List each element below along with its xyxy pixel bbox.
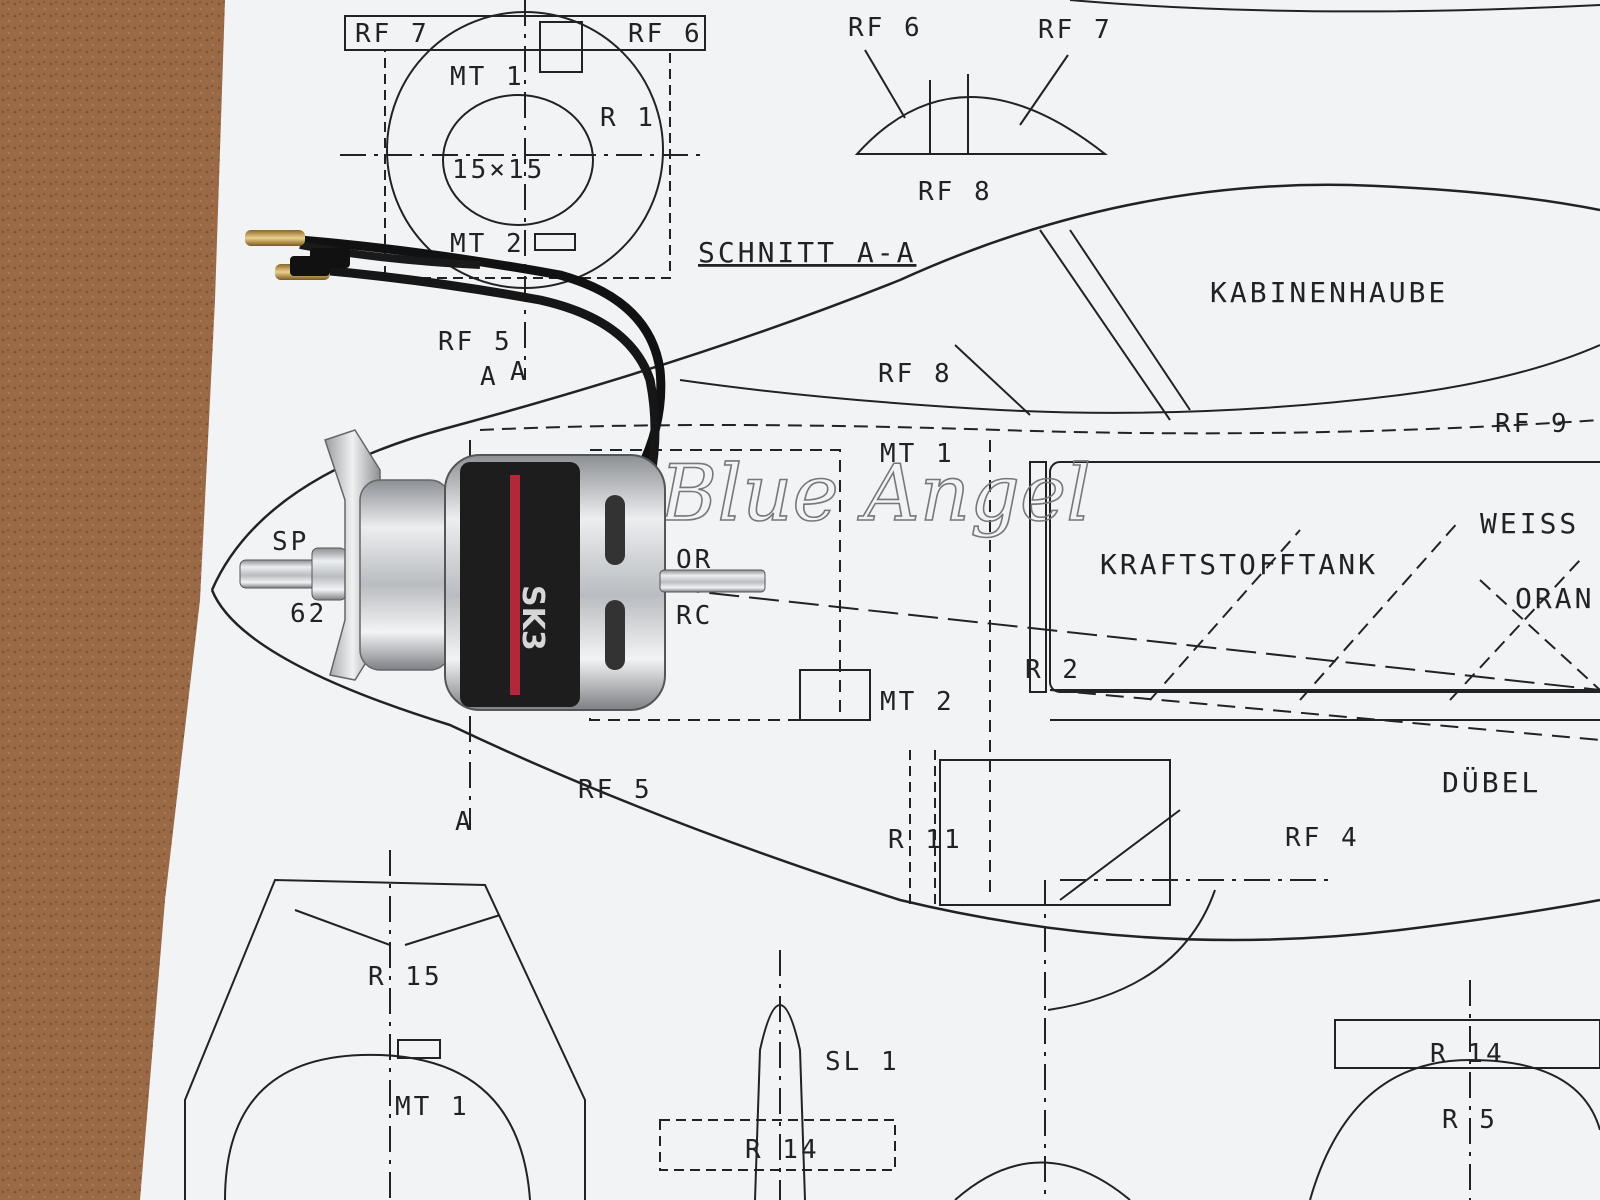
spinner-dashed-box: [659, 1119, 896, 1171]
bottom-section-arc: [224, 1053, 531, 1200]
motor-label-text: SK3: [515, 585, 550, 651]
label-rf9: RF 9: [1495, 409, 1570, 439]
label-schnitt: SCHNITT A-A: [698, 236, 916, 269]
script-name: Blue Angel: [658, 449, 1091, 539]
prop-adapter-nut: [311, 547, 347, 601]
canopy-section: [854, 96, 1108, 155]
fuselage-bottom-outline: [210, 589, 1600, 942]
wire-1: [299, 235, 666, 473]
top-strip-edge: [1069, 0, 1600, 13]
label-r14-right: R 14: [1430, 1039, 1505, 1069]
tank-hatch-3: [1299, 519, 1461, 701]
label-size: 15×15: [452, 155, 545, 185]
rf8-edge: [954, 344, 1031, 416]
shrink-sleeve-2: [310, 248, 350, 268]
leader-rf6: [864, 49, 906, 119]
canopy-strut-2: [1069, 229, 1191, 411]
tank-outline: [1049, 461, 1600, 693]
front-inner-ring: [442, 94, 594, 226]
label-rf6-top: RF 6: [628, 19, 703, 49]
mt2-mid-block: [799, 669, 871, 721]
label-r5: R 5: [1442, 1105, 1498, 1135]
prop-adapter-shaft: [239, 559, 321, 589]
rotation-arrow: [1047, 889, 1216, 1011]
label-r11: R 11: [888, 825, 963, 855]
motor-wires: [245, 230, 666, 481]
label-weiss: WEISS: [1480, 507, 1579, 540]
canopy-strut-1: [1039, 229, 1171, 421]
tank-hatch-4: [1149, 529, 1301, 701]
label-orange: ORAN: [1515, 582, 1594, 615]
label-rf8-canopy: RF 8: [918, 177, 993, 207]
label-r14-left: R 14: [745, 1135, 820, 1165]
r14-box: [1334, 1019, 1600, 1069]
label-a3: A: [455, 807, 474, 837]
label-r1: R 1: [600, 103, 656, 133]
label-rf4: RF 4: [1285, 823, 1360, 853]
label-dubel: DÜBEL: [1442, 765, 1541, 799]
tank-dashed-diag: [1049, 689, 1600, 741]
tank-hatch-1: [1479, 579, 1600, 691]
mt1-block: [539, 21, 583, 73]
motor-label-stripe: [510, 475, 520, 695]
mt2-block: [534, 233, 576, 251]
gold-connector-1: [245, 230, 305, 246]
label-a1: A: [480, 362, 499, 392]
bottom-center-arc: [954, 1161, 1131, 1200]
label-kraftstofftank: KRAFTSTOFFTANK: [1100, 548, 1378, 581]
label-mt2-top: MT 2: [450, 229, 525, 259]
r15-leader-2: [404, 914, 501, 946]
plan-drawing: [184, 0, 1600, 1200]
label-mt1-top: MT 1: [450, 62, 525, 92]
firewall: [1029, 461, 1047, 693]
gear-box: [939, 759, 1171, 906]
plan-labels: RF 7 RF 6 MT 1 R 1 15×15 MT 2 RF 5 A A A…: [272, 13, 1594, 1165]
label-rf6-canopy: RF 6: [848, 13, 923, 43]
motor-shaft: [659, 569, 766, 593]
rf9-dashed: [479, 419, 1600, 435]
motor-vent-1: [605, 495, 625, 565]
leader-rf7: [1019, 54, 1069, 126]
r15-leader-1: [294, 909, 391, 946]
label-a2: A: [510, 357, 529, 387]
label-rf5-bottom: RF 5: [578, 775, 653, 805]
gear-strut: [1059, 809, 1181, 901]
motor-backplate: [359, 479, 451, 671]
front-dashed-box: [384, 49, 671, 279]
mt1-bottom-block: [397, 1039, 441, 1059]
label-rf7-canopy: RF 7: [1038, 15, 1113, 45]
label-kabinenhaube: KABINENHAUBE: [1210, 276, 1448, 309]
label-mt2-mid: MT 2: [880, 687, 955, 717]
bottom-section-outline: [184, 878, 586, 1200]
label-rf7-top: RF 7: [355, 19, 430, 49]
wire-2: [319, 265, 660, 481]
motor-vent-2: [605, 600, 625, 670]
label-r2: R 2: [1025, 655, 1081, 685]
label-sp: SP: [272, 527, 309, 557]
label-62: 62: [290, 599, 327, 629]
label-mt1-mid: MT 1: [880, 439, 955, 469]
canopy-base-line: [679, 344, 1600, 414]
label-rf8-mid: RF 8: [878, 359, 953, 389]
label-mt1-bottom: MT 1: [395, 1092, 470, 1122]
brushless-motor: SK3: [239, 429, 766, 711]
thrust-line: [589, 579, 1600, 691]
paper-sheet: [140, 0, 1600, 1200]
label-rc: RC: [676, 601, 713, 631]
label-r15: R 15: [368, 962, 443, 992]
label-rf5-top: RF 5: [438, 327, 513, 357]
label-sl1: SL 1: [825, 1047, 900, 1077]
